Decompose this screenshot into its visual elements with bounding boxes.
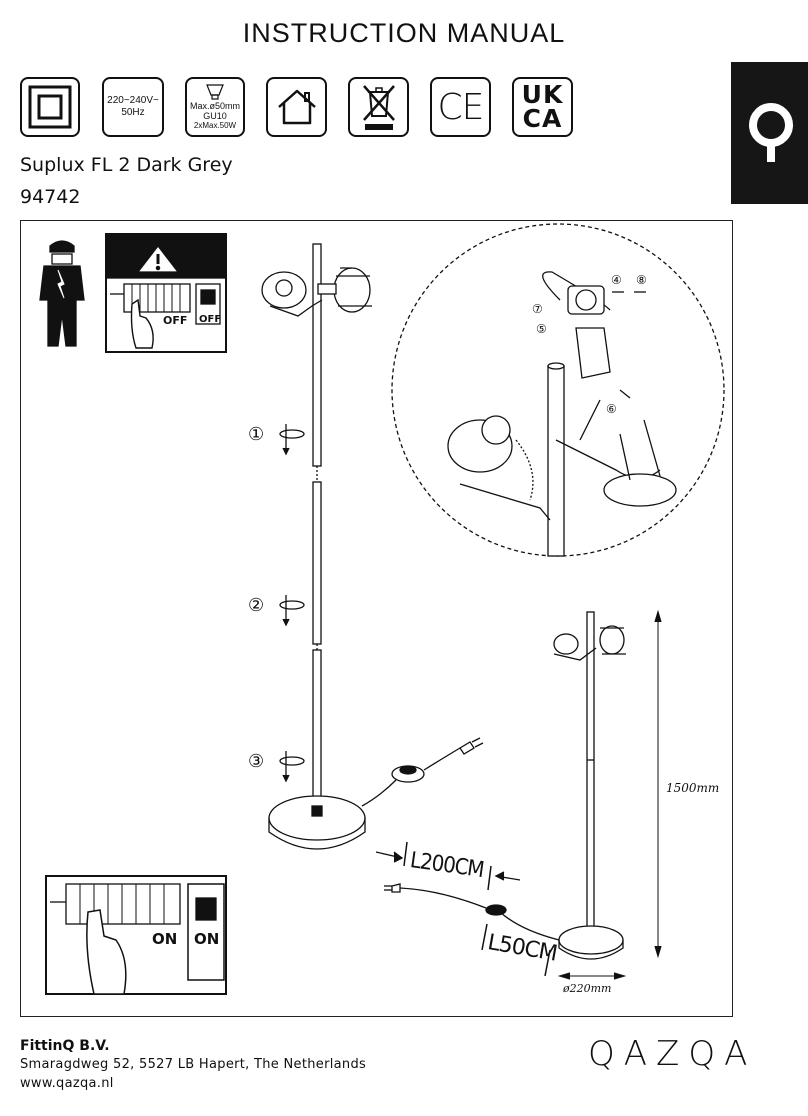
qazqa-q-logo-icon (749, 103, 793, 162)
detail-view-circle (391, 223, 725, 557)
breaker-panel-off (105, 233, 227, 353)
part-7-label: ⑦ (532, 302, 543, 316)
ce-mark-text: CE (437, 86, 485, 128)
part-4-label: ④ (611, 273, 622, 287)
step-2-label: ② (248, 595, 265, 616)
lamp-pole-exploded (261, 243, 484, 850)
weee-disposal-icon (348, 77, 409, 137)
ukca-mark-icon: UK CA (512, 77, 573, 137)
company-address: Smaragdweg 52, 5527 LB Hapert, The Nethe… (20, 1057, 367, 1072)
gu10-bulb-icon (206, 84, 224, 100)
company-name: FittinQ B.V. (20, 1038, 110, 1054)
base-diameter-dimension: ø220mm (563, 982, 612, 995)
company-website[interactable]: www.qazqa.nl (20, 1076, 114, 1091)
step-arrows (279, 424, 305, 783)
qazqa-logo: QAZQA (588, 1034, 757, 1074)
bulb-type: GU10 (203, 111, 227, 121)
voltage-rating-icon: 220~240V~ 50Hz (102, 77, 164, 137)
part-6-label: ⑥ (606, 402, 617, 416)
ukca-bottom: CA (522, 104, 563, 133)
indoor-use-icon (266, 77, 327, 137)
on-label-left: ON (152, 930, 178, 948)
electrician-icon (39, 240, 85, 347)
assembly-diagram-frame (20, 220, 733, 1017)
part-5-label: ⑤ (536, 322, 547, 336)
step-1-label: ① (248, 424, 265, 445)
voltage-label: 220~240V~ (107, 95, 159, 106)
product-code: 94742 (20, 186, 81, 208)
breaker-panel-on (45, 875, 227, 995)
off-label-right: OFF (199, 314, 222, 325)
class-ii-icon (20, 77, 80, 137)
frequency-label: 50Hz (121, 107, 145, 118)
dimension-drawing (375, 609, 662, 980)
step-3-label: ③ (248, 751, 265, 772)
height-dimension: 1500mm (666, 781, 720, 795)
ce-mark-icon: CE (430, 77, 491, 137)
bulb-wattage: 2xMax.50W (193, 121, 237, 130)
part-8-label: ⑧ (636, 273, 647, 287)
product-name: Suplux FL 2 Dark Grey (20, 154, 233, 176)
bulb-diameter: Max.ø50mm (189, 101, 240, 111)
bulb-spec-icon: Max.ø50mm GU10 2xMax.50W (185, 77, 245, 137)
on-label-right: ON (194, 930, 220, 948)
brand-block (731, 62, 808, 204)
off-label-left: OFF (163, 314, 188, 327)
page-title: INSTRUCTION MANUAL (242, 18, 566, 48)
ukca-top: UK (521, 80, 564, 109)
